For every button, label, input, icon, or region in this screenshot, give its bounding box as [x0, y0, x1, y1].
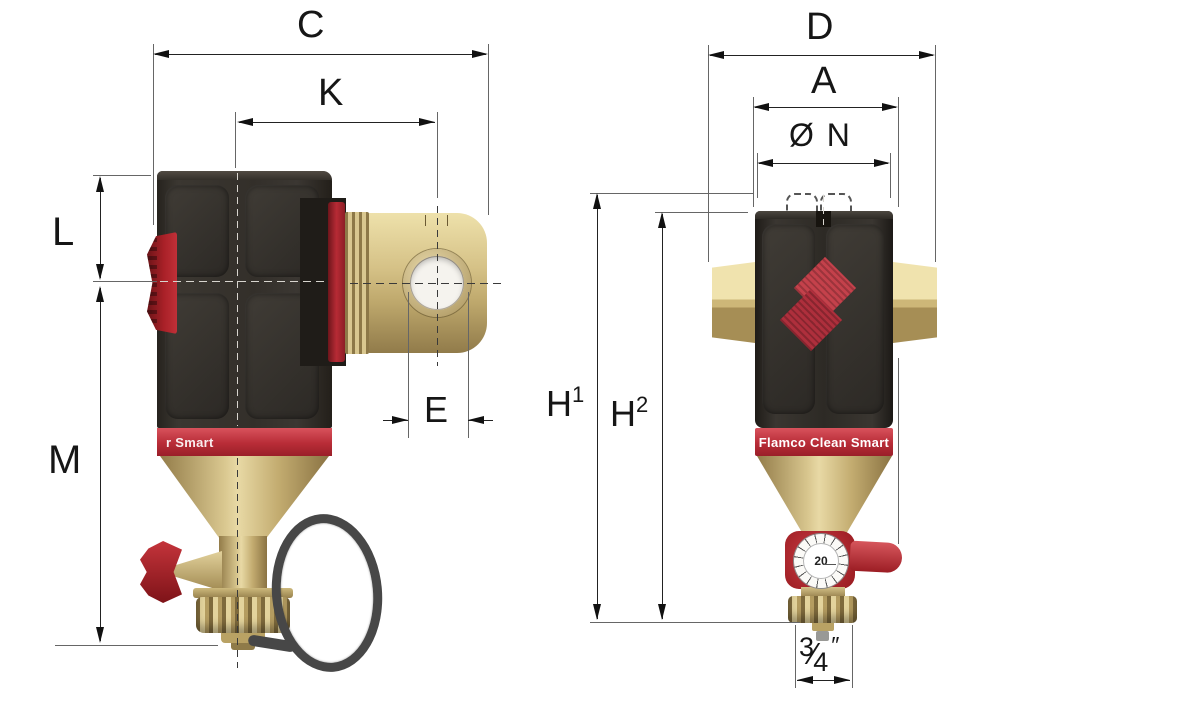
arrowhead [593, 604, 601, 620]
extension-line [437, 112, 438, 198]
brand-band-front: Flamco Clean Smart [755, 428, 893, 456]
arrowhead [658, 604, 666, 620]
dim-line-diameter-n [759, 163, 888, 164]
arrowhead [468, 416, 484, 424]
dim-label-h1: H1 [546, 382, 585, 424]
centerline [823, 195, 824, 225]
date-dial-underline [824, 564, 836, 565]
arrowhead [919, 51, 935, 59]
drain-cap-side [196, 597, 290, 633]
arrowhead [96, 627, 104, 643]
arrowhead [797, 676, 813, 684]
extension-line [235, 112, 236, 168]
arrowhead [392, 416, 408, 424]
extension-line [890, 153, 891, 198]
arrowhead [834, 676, 850, 684]
dim-line-c [155, 54, 486, 55]
dim-label-a: A [811, 60, 837, 102]
dim-line-d [710, 55, 933, 56]
extension-line [93, 281, 157, 282]
dim-label-l: L [52, 210, 75, 254]
arrowhead [96, 264, 104, 280]
drain-plug-tip-front [816, 631, 829, 641]
dim-label-d: D [806, 6, 834, 48]
dim-label-h2: H2 [610, 392, 649, 434]
arrowhead [419, 118, 435, 126]
date-dial-face: 20 [803, 543, 839, 579]
centerline [350, 283, 502, 284]
arrowhead [708, 51, 724, 59]
centerline [237, 173, 238, 426]
dim-line-h1 [597, 195, 598, 619]
centerline [160, 281, 328, 282]
hidden-thread-dashed [786, 193, 818, 213]
dim-line-h2 [662, 214, 663, 619]
extension-line [590, 622, 800, 623]
extension-line [935, 45, 936, 262]
brand-band-side: r Smart [157, 428, 332, 456]
arrowhead [237, 118, 253, 126]
dim-label-k: K [318, 72, 344, 114]
extension-line [708, 45, 709, 262]
drain-plug-side [221, 633, 265, 643]
arrowhead [96, 286, 104, 302]
hidden-thread-dashed [820, 193, 852, 213]
dim-line-m [100, 288, 101, 641]
centerline [437, 206, 438, 366]
dim-line-drain-size [797, 680, 850, 681]
arrowhead [882, 103, 898, 111]
extension-line [93, 175, 151, 176]
arrowhead [153, 50, 169, 58]
centerline [237, 458, 238, 668]
extension-line [488, 44, 489, 215]
arrowhead [472, 50, 488, 58]
dim-label-diameter-n: Ø N [789, 117, 852, 153]
dim-label-drain-size: 3⁄4″ [799, 632, 840, 677]
dim-label-m: M [48, 438, 82, 482]
drain-nut-front [801, 587, 845, 597]
thread-mark [425, 215, 426, 226]
dim-line-k [239, 122, 435, 123]
arrowhead [96, 176, 104, 192]
drain-plug-tip-side [231, 643, 255, 650]
arrowhead [658, 212, 666, 228]
extension-line [55, 645, 218, 646]
arrowhead [874, 159, 890, 167]
extension-line [795, 625, 796, 688]
brand-band-text: Flamco Clean Smart [758, 434, 890, 450]
dim-label-c: C [297, 4, 325, 46]
extension-line [468, 292, 469, 438]
pipe-connection-right [893, 262, 937, 343]
extension-line [898, 97, 899, 207]
flamco-logo [779, 256, 863, 360]
extension-line [655, 212, 748, 213]
date-dial-text: 20 [814, 554, 828, 568]
arrowhead [753, 103, 769, 111]
collection-funnel-front [757, 456, 892, 534]
arrowhead [757, 159, 773, 167]
thread-mark [447, 215, 448, 226]
extension-line [153, 44, 154, 225]
dim-label-e: E [424, 389, 449, 430]
drain-cap-front [788, 596, 857, 623]
extension-line [898, 358, 899, 544]
drain-cap-flange-side [193, 588, 293, 598]
dim-line-l [100, 178, 101, 278]
dim-line-a [755, 107, 896, 108]
union-clamp-ring [328, 202, 345, 362]
pipe-connection-left [712, 262, 755, 343]
extension-line [852, 625, 853, 688]
extension-line [753, 97, 754, 207]
extension-line [757, 153, 758, 198]
arrowhead [593, 193, 601, 209]
funnel-neck-side [219, 536, 267, 594]
body-top-bevel [157, 171, 332, 180]
extension-line [590, 193, 753, 194]
extension-line [408, 292, 409, 438]
brand-band-text: r Smart [166, 434, 214, 450]
drain-plug-front [812, 623, 834, 631]
drain-lever [849, 540, 903, 574]
